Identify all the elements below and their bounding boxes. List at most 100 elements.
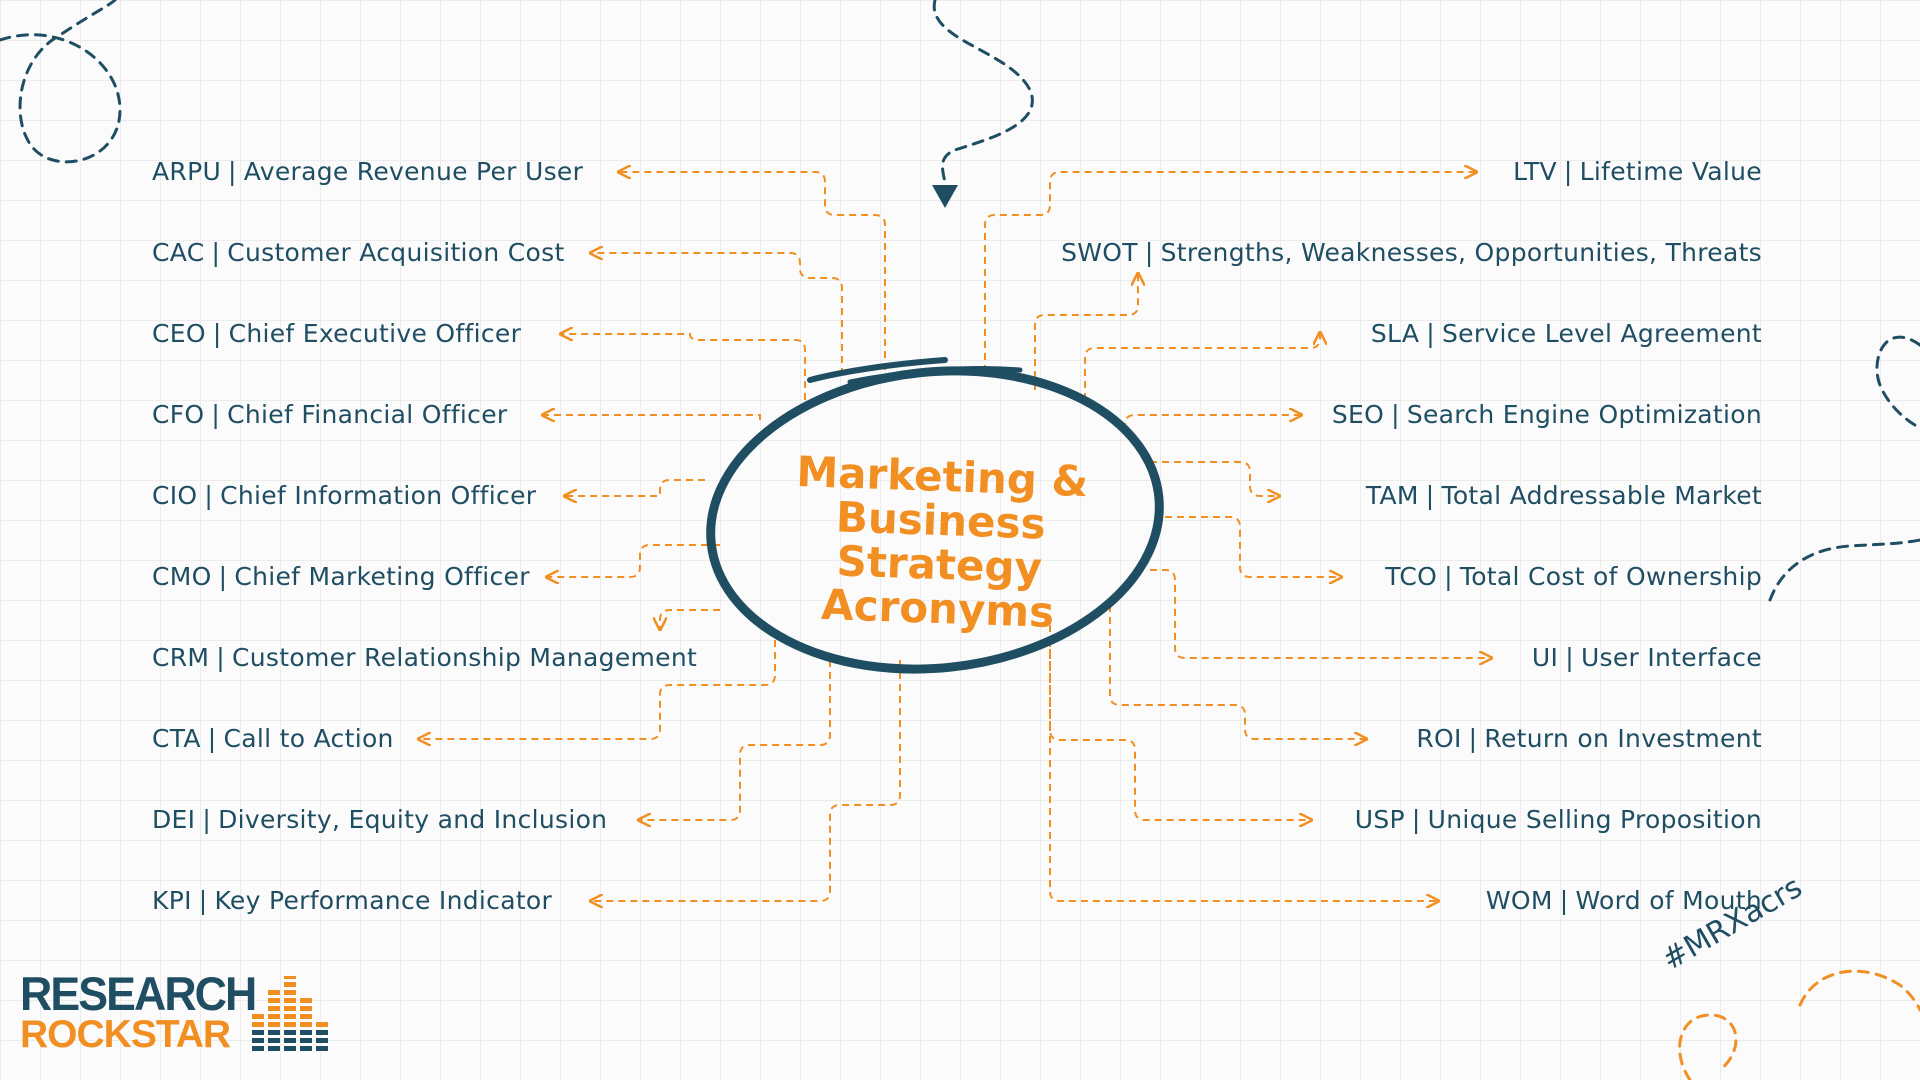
- acronym-meaning: Average Revenue Per User: [243, 157, 584, 186]
- equalizer-bar: [316, 1030, 328, 1035]
- acronym-meaning: Service Level Agreement: [1441, 319, 1762, 348]
- separator: |: [1144, 238, 1154, 267]
- separator: |: [204, 481, 214, 510]
- title-line-2: Business Strategy: [835, 492, 1047, 593]
- acronym-code: CAC: [152, 238, 205, 267]
- acronym-meaning: Total Addressable Market: [1441, 481, 1762, 510]
- logo-line-2: ROCKSTAR: [20, 1013, 231, 1056]
- equalizer-bar: [284, 1022, 296, 1027]
- acronym-meaning: Chief Information Officer: [220, 481, 537, 510]
- separator: |: [207, 724, 217, 753]
- connector-arrow: [566, 479, 705, 496]
- acronym-item: WOM|Word of Mouth: [1486, 885, 1762, 917]
- separator: |: [211, 400, 221, 429]
- equalizer-bar: [284, 982, 296, 987]
- acronym-code: SWOT: [1061, 238, 1138, 267]
- connector-arrow: [592, 660, 901, 901]
- acronym-meaning: Strengths, Weaknesses, Opportunities, Th…: [1160, 238, 1762, 267]
- acronym-item: ROI|Return on Investment: [1416, 723, 1762, 755]
- title-ellipse: [706, 357, 1164, 674]
- acronym-item: UI|User Interface: [1532, 642, 1762, 674]
- acronym-meaning: Chief Executive Officer: [228, 319, 522, 348]
- connector-arrow: [984, 172, 1475, 372]
- equalizer-bar: [300, 1046, 312, 1051]
- separator: |: [1391, 400, 1400, 429]
- acronym-meaning: Search Engine Optimization: [1406, 400, 1762, 429]
- acronym-meaning: Call to Action: [223, 724, 394, 753]
- equalizer-bar: [284, 1014, 296, 1019]
- acronym-code: SLA: [1370, 319, 1420, 348]
- acronym-code: WOM: [1485, 886, 1553, 915]
- logo-line-1: RESEARCH: [20, 967, 257, 1020]
- equalizer-bar: [316, 1046, 328, 1051]
- connector-arrow: [1150, 461, 1278, 496]
- equalizer-bar: [252, 1038, 264, 1043]
- acronym-code: CRM: [152, 643, 210, 672]
- separator: |: [1411, 805, 1421, 834]
- acronym-meaning: Unique Selling Proposition: [1427, 805, 1762, 834]
- acronym-code: ARPU: [152, 157, 222, 186]
- equalizer-bar: [300, 1030, 312, 1035]
- acronym-item: SWOT|Strengths, Weaknesses, Opportunitie…: [1061, 237, 1762, 269]
- acronym-code: DEI: [152, 805, 196, 834]
- acronym-meaning: User Interface: [1580, 643, 1762, 672]
- equalizer-bar: [300, 1038, 312, 1043]
- acronym-meaning: Lifetime Value: [1579, 157, 1762, 186]
- acronym-item: DEI|Diversity, Equity and Inclusion: [152, 804, 607, 836]
- acronym-item: SLA|Service Level Agreement: [1371, 318, 1762, 350]
- separator: |: [228, 157, 237, 186]
- equalizer-bar: [268, 998, 280, 1003]
- separator: |: [212, 319, 222, 348]
- research-rockstar-logo: RESEARCH ROCKSTAR: [20, 967, 268, 1056]
- equalizer-bar: [284, 1046, 296, 1051]
- acronym-meaning: Return on Investment: [1484, 724, 1762, 753]
- diagram-title: Marketing & Business Strategy Acronyms: [737, 447, 1143, 638]
- separator: |: [1565, 643, 1574, 672]
- connector-arrow: [420, 640, 776, 739]
- equalizer-bar: [252, 1014, 264, 1019]
- acronym-code: CFO: [152, 400, 205, 429]
- acronym-item: CMO|Chief Marketing Officer: [152, 561, 530, 593]
- separator: |: [216, 643, 226, 672]
- separator: |: [1559, 886, 1569, 915]
- equalizer-bar: [268, 1014, 280, 1019]
- separator: |: [1563, 157, 1573, 186]
- separator: |: [202, 805, 212, 834]
- acronym-item: TAM|Total Addressable Market: [1366, 480, 1762, 512]
- connector-arrow: [562, 334, 806, 400]
- equalizer-bar: [268, 1006, 280, 1011]
- equalizer-bar: [284, 990, 296, 995]
- acronym-code: CTA: [152, 724, 201, 753]
- acronym-item: CAC|Customer Acquisition Cost: [152, 237, 565, 269]
- acronym-code: CIO: [152, 481, 198, 510]
- equalizer-bar: [252, 1022, 264, 1027]
- connector-arrow: [1109, 605, 1365, 739]
- acronym-meaning: Customer Acquisition Cost: [227, 238, 565, 267]
- acronym-item: CTA|Call to Action: [152, 723, 394, 755]
- acronym-item: LTV|Lifetime Value: [1513, 156, 1762, 188]
- acronym-item: TCO|Total Cost of Ownership: [1385, 561, 1762, 593]
- equalizer-bar: [268, 990, 280, 995]
- connector-arrow: [640, 660, 831, 820]
- acronym-code: LTV: [1513, 157, 1557, 186]
- equalizer-bar: [284, 998, 296, 1003]
- connector-arrow: [592, 253, 843, 375]
- equalizer-bar: [316, 1022, 328, 1027]
- acronym-meaning: Total Cost of Ownership: [1459, 562, 1762, 591]
- equalizer-bar: [252, 1030, 264, 1035]
- equalizer-bar: [284, 976, 296, 979]
- separator: |: [1425, 481, 1435, 510]
- equalizer-bar: [268, 1038, 280, 1043]
- acronym-item: SEO|Search Engine Optimization: [1332, 399, 1762, 431]
- acronym-code: TCO: [1385, 562, 1438, 591]
- connector-arrow: [1034, 275, 1138, 390]
- equalizer-bar: [252, 1046, 264, 1051]
- connector-arrow: [660, 609, 720, 628]
- equalizer-bar: [284, 1006, 296, 1011]
- equalizer-icon: [252, 976, 328, 1051]
- acronym-code: UI: [1531, 643, 1559, 672]
- acronym-meaning: Customer Relationship Management: [232, 643, 698, 672]
- acronym-code: ROI: [1416, 724, 1462, 753]
